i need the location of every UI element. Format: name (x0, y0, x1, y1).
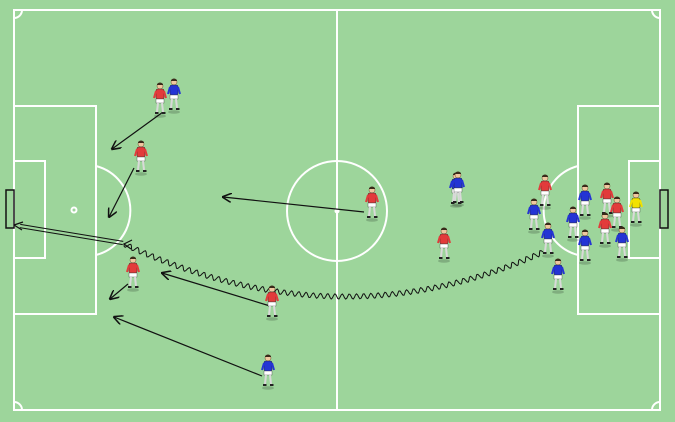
player-red (538, 174, 552, 210)
player-blue (541, 222, 555, 258)
player-red (134, 140, 148, 176)
player-red (365, 186, 379, 222)
run-arrow (112, 111, 164, 149)
corner-arc-bottom-left (13, 401, 23, 411)
left-penalty-arc (95, 165, 132, 256)
right-goal (659, 189, 669, 229)
goalkeeper (629, 191, 643, 227)
run-arrow (110, 283, 129, 299)
player-red (598, 212, 612, 248)
corner-arc-bottom-right (651, 401, 661, 411)
run-arrow (223, 197, 365, 213)
player-blue (527, 198, 541, 234)
dribble-path (123, 243, 544, 300)
corner-arc-top-left (13, 9, 23, 19)
player-red (153, 82, 167, 118)
goals (5, 189, 669, 229)
run-arrow (162, 273, 271, 307)
player-blue (451, 171, 465, 207)
left-goal (5, 189, 15, 229)
dribble-arrowhead (122, 239, 133, 250)
run-arrow (109, 167, 135, 217)
player-blue (578, 229, 592, 265)
player-blue (551, 258, 565, 294)
shot-arrow (13, 221, 124, 246)
player-red (600, 182, 614, 218)
right-penalty-arc (542, 165, 579, 256)
player-blue (261, 354, 275, 390)
players (126, 78, 643, 390)
player-blue (167, 78, 181, 114)
player-red (126, 256, 140, 292)
player-red (265, 285, 279, 321)
player-blue (566, 206, 580, 242)
player-blue (578, 184, 592, 220)
center-circle (286, 160, 388, 262)
movements (13, 111, 544, 377)
center-spot (334, 208, 340, 214)
player-red (437, 227, 451, 263)
left-penalty-spot (70, 206, 78, 214)
run-arrow (114, 317, 263, 377)
player-blue (615, 226, 629, 262)
corner-arc-top-right (651, 9, 661, 19)
